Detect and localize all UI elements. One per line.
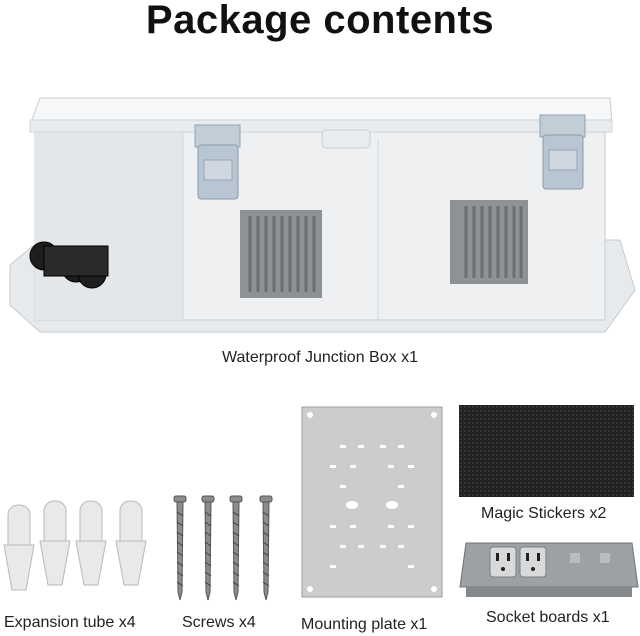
mounting-plate-image: [301, 406, 443, 598]
mounting-plate-label: Mounting plate x1: [301, 616, 428, 633]
screws-image: [173, 495, 273, 601]
vent-right-icon: [450, 200, 528, 284]
latch-left-icon: [194, 124, 241, 200]
page-title: Package contents: [145, 0, 495, 42]
cable-gland-icon: [29, 241, 109, 289]
expansion-tube-label: Expansion tube x4: [4, 614, 136, 631]
magic-stickers-label: Magic Stickers x2: [481, 505, 607, 522]
junction-box-image: [9, 97, 636, 333]
vent-left-icon: [240, 210, 322, 298]
magic-sticker-image: [459, 405, 634, 497]
junction-box-label: Waterproof Junction Box x1: [222, 349, 418, 366]
socket-board-image: [459, 542, 639, 597]
socket-boards-label: Socket boards x1: [486, 609, 610, 626]
expansion-tube-image: [3, 500, 147, 591]
latch-right-icon: [539, 114, 586, 190]
screws-label: Screws x4: [182, 614, 256, 631]
